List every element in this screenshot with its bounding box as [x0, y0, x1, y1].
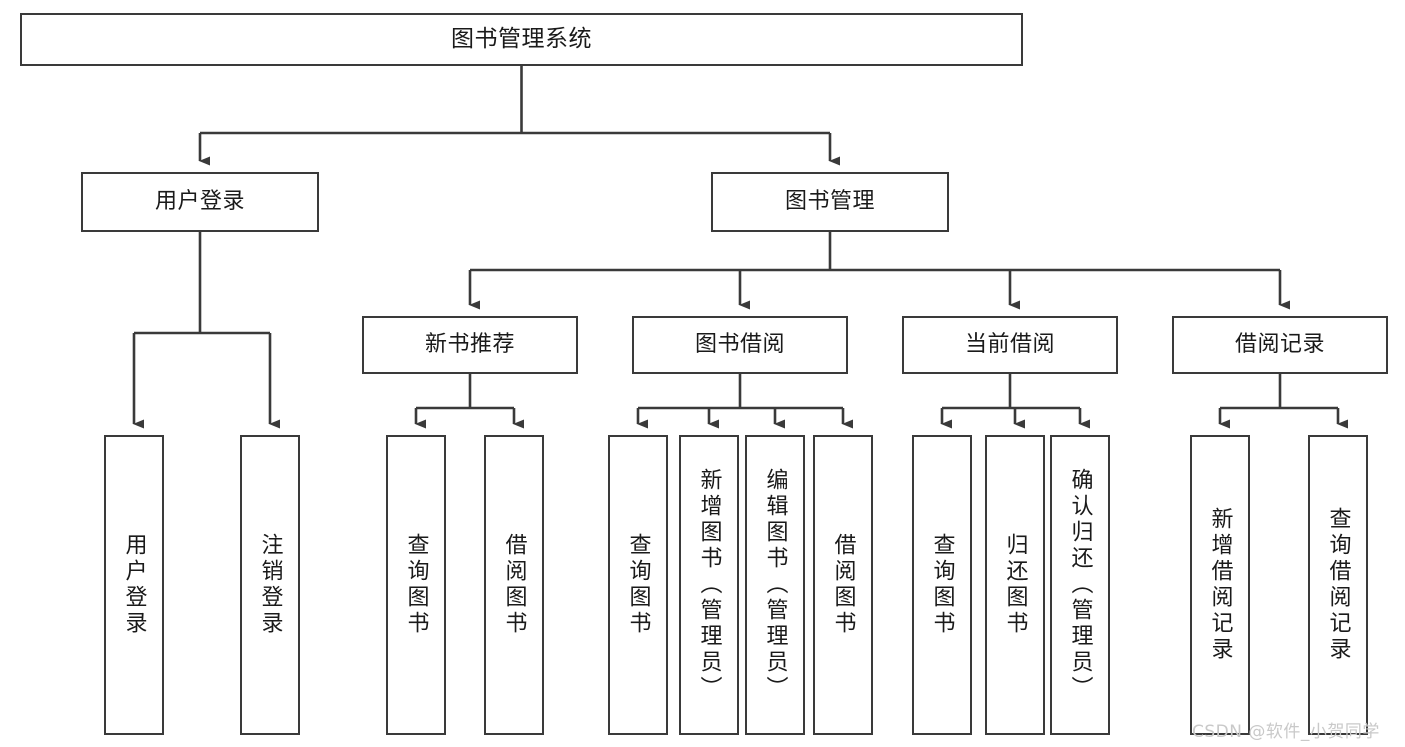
node-level3-3[interactable]: 借阅记录: [1172, 316, 1388, 374]
node-label: 查询图书: [929, 533, 955, 637]
node-leaf-8[interactable]: 查询图书: [912, 435, 972, 735]
node-label: 新增图书（管理员）: [696, 468, 722, 702]
node-label: 新增借阅记录: [1207, 507, 1233, 663]
node-label: 查询图书: [625, 533, 651, 637]
node-label: 借阅图书: [830, 533, 856, 637]
node-level3-2[interactable]: 当前借阅: [902, 316, 1118, 374]
node-label: 图书管理: [784, 189, 875, 215]
node-leaf-2[interactable]: 查询图书: [386, 435, 446, 735]
node-level2-0[interactable]: 用户登录: [81, 172, 319, 232]
node-label: 归还图书: [1002, 533, 1028, 637]
node-label: 注销登录: [257, 533, 283, 637]
node-level2-1[interactable]: 图书管理: [711, 172, 949, 232]
node-leaf-10[interactable]: 确认归还（管理员）: [1050, 435, 1110, 735]
node-leaf-1[interactable]: 注销登录: [240, 435, 300, 735]
node-leaf-6[interactable]: 编辑图书（管理员）: [745, 435, 805, 735]
node-leaf-4[interactable]: 查询图书: [608, 435, 668, 735]
node-label: 借阅图书: [501, 533, 527, 637]
node-level3-0[interactable]: 新书推荐: [362, 316, 578, 374]
tree-connectors: [132, 66, 1348, 429]
node-label: 当前借阅: [964, 332, 1055, 358]
node-label: 查询借阅记录: [1325, 507, 1351, 663]
node-leaf-7[interactable]: 借阅图书: [813, 435, 873, 735]
node-leaf-12[interactable]: 查询借阅记录: [1308, 435, 1368, 735]
node-leaf-3[interactable]: 借阅图书: [484, 435, 544, 735]
node-label: 确认归还（管理员）: [1067, 468, 1093, 702]
node-label: 借阅记录: [1234, 332, 1325, 358]
node-level3-1[interactable]: 图书借阅: [632, 316, 848, 374]
node-label: 用户登录: [121, 533, 147, 637]
node-leaf-5[interactable]: 新增图书（管理员）: [679, 435, 739, 735]
node-label: 新书推荐: [424, 332, 515, 358]
node-leaf-11[interactable]: 新增借阅记录: [1190, 435, 1250, 735]
node-label: 图书管理系统: [451, 25, 592, 52]
node-label: 查询图书: [403, 533, 429, 637]
node-root-system[interactable]: 图书管理系统: [20, 13, 1023, 66]
node-label: 编辑图书（管理员）: [762, 468, 788, 702]
node-leaf-0[interactable]: 用户登录: [104, 435, 164, 735]
node-leaf-9[interactable]: 归还图书: [985, 435, 1045, 735]
node-label: 用户登录: [154, 189, 245, 215]
node-label: 图书借阅: [694, 332, 785, 358]
